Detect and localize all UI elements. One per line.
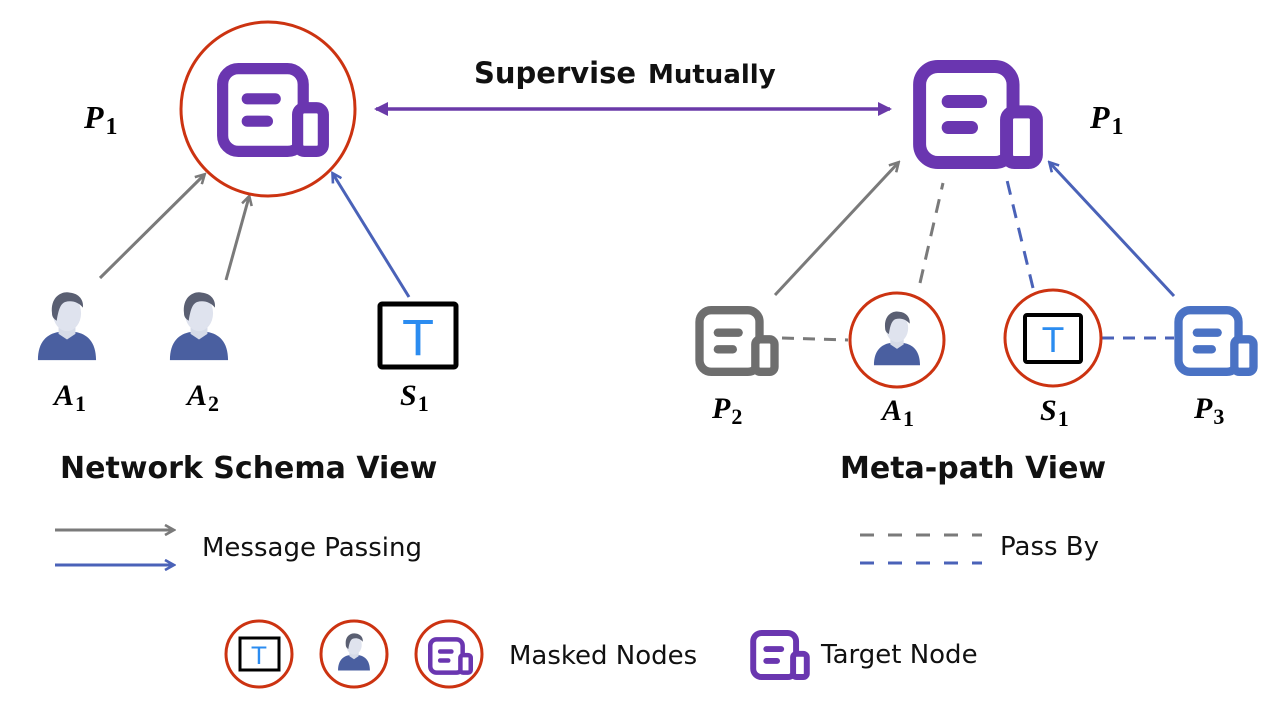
network-schema-title: Network Schema View [60,451,437,486]
node-label-p2: P2 [711,392,742,429]
passby-edge-a1-p1 [918,182,945,284]
supervise-mutually-link: Supervise Mutually [374,56,892,116]
author-icon [169,292,229,361]
paper-icon [920,66,1037,162]
meta-path-view: P1 P2 A1 T S1 P3 Meta-path View [700,66,1254,486]
legend-pass-by: Pass By [860,532,1099,565]
svg-text:T: T [402,311,433,367]
node-label-a1: A1 [52,379,86,416]
legend-masked-nodes: T Masked Nodes [224,619,697,689]
passby-edge-p2-a1 [781,336,849,342]
message-edge-a2-p1 [224,197,249,281]
paper-icon [753,633,807,677]
legend-pass-by-label: Pass By [1000,532,1099,562]
mutually-label: Mutually [648,60,776,90]
message-edge-p3-p1 [1050,163,1176,298]
message-edge-p2-p1 [773,163,898,297]
svg-text:T: T [251,642,267,670]
legend-message-passing: Message Passing [55,530,422,565]
node-label-s1: S1 [400,379,429,416]
node-label-p1: P1 [83,99,118,140]
subject-icon: T [1023,313,1083,364]
message-edge-a1-p1 [98,175,204,280]
paper-icon [1179,310,1254,372]
paper-icon [223,69,324,152]
supervise-label: Supervise [474,56,636,90]
message-edge-s1-p1 [333,174,411,298]
node-label-s1: S1 [1040,394,1069,431]
legend-target-node: Target Node [753,633,978,677]
passby-edge-s1-p1 [1004,175,1035,289]
legend-masked-nodes-label: Masked Nodes [509,641,697,671]
node-label-p3: P3 [1193,392,1224,429]
meta-path-title: Meta-path View [840,451,1106,486]
paper-icon [430,639,471,672]
node-label-a2: A2 [185,379,219,416]
subject-icon: T [238,636,281,672]
subject-icon: T [377,301,459,370]
node-label-a1: A1 [880,394,914,431]
legend-target-node-label: Target Node [820,640,978,670]
author-icon [37,292,97,361]
paper-icon [700,310,775,372]
network-schema-view: P1 A1 A2 T S1 Network Schema View [37,20,459,486]
svg-text:T: T [1042,321,1064,361]
legend-message-passing-label: Message Passing [202,533,422,563]
node-label-p1: P1 [1089,99,1124,140]
